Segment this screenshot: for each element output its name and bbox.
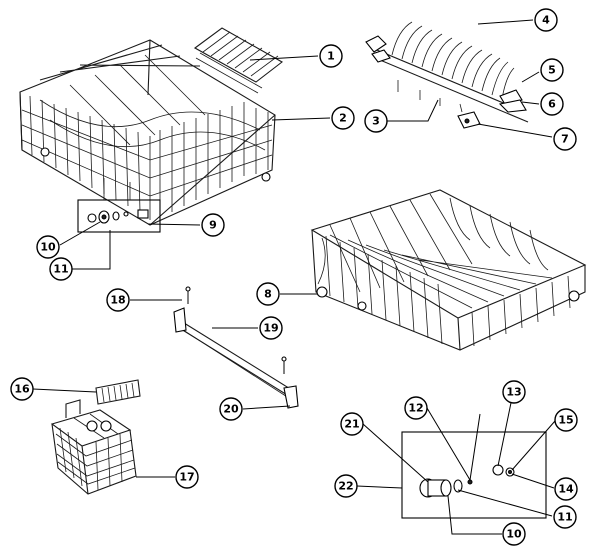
callout-21: 21	[340, 412, 364, 436]
svg-text:11: 11	[53, 263, 68, 276]
callout-8: 8	[256, 282, 280, 306]
svg-text:14: 14	[558, 483, 574, 496]
svg-text:2: 2	[339, 112, 347, 125]
svg-text:12: 12	[408, 402, 423, 415]
svg-text:4: 4	[542, 14, 550, 27]
callout-12: 12	[404, 396, 428, 420]
lower-rack-drawing	[310, 189, 587, 351]
callout-13: 13	[502, 380, 526, 404]
callout-5: 5	[540, 58, 564, 82]
tine-row-drawing	[365, 21, 529, 129]
svg-text:21: 21	[344, 418, 359, 431]
callout-16: 16	[10, 377, 34, 401]
callout-20: 20	[219, 397, 243, 421]
svg-text:1: 1	[327, 50, 335, 63]
svg-text:13: 13	[506, 386, 521, 399]
svg-text:6: 6	[548, 98, 556, 111]
callout-3: 3	[364, 109, 388, 133]
silverware-basket-drawing	[50, 379, 141, 495]
svg-text:10: 10	[40, 241, 56, 254]
callout-6: 6	[540, 92, 564, 116]
svg-text:18: 18	[110, 294, 125, 307]
svg-text:3: 3	[372, 115, 380, 128]
upper-rack-drawing	[19, 27, 283, 226]
svg-text:19: 19	[263, 322, 278, 335]
svg-text:17: 17	[179, 471, 194, 484]
svg-text:8: 8	[264, 288, 272, 301]
callout-18: 18	[106, 288, 130, 312]
svg-text:15: 15	[558, 414, 573, 427]
callout-11-upper: 11	[49, 257, 73, 281]
callout-15: 15	[554, 408, 578, 432]
callout-2: 2	[331, 106, 355, 130]
callout-14: 14	[554, 477, 578, 501]
callout-10: 10	[36, 235, 60, 259]
svg-text:5: 5	[548, 64, 556, 77]
svg-text:7: 7	[561, 133, 569, 146]
callout-17: 17	[175, 465, 199, 489]
callout-9: 9	[201, 213, 225, 237]
callout-11-lower: 11	[553, 505, 577, 529]
callout-22: 22	[334, 474, 358, 498]
svg-text:10: 10	[506, 528, 522, 541]
lower-roller-assembly-drawing	[401, 431, 547, 519]
callout-7: 7	[553, 127, 577, 151]
callout-4: 4	[534, 8, 558, 32]
rack-track-drawing	[173, 286, 299, 409]
svg-text:16: 16	[14, 383, 30, 396]
svg-text:22: 22	[338, 480, 353, 493]
callout-10-lower: 10	[502, 522, 526, 546]
callout-19: 19	[259, 316, 283, 340]
svg-text:20: 20	[223, 403, 239, 416]
svg-text:9: 9	[209, 219, 217, 232]
callout-1: 1	[319, 44, 343, 68]
upper-roller-assembly-drawing	[77, 178, 161, 233]
svg-text:11: 11	[557, 511, 572, 524]
